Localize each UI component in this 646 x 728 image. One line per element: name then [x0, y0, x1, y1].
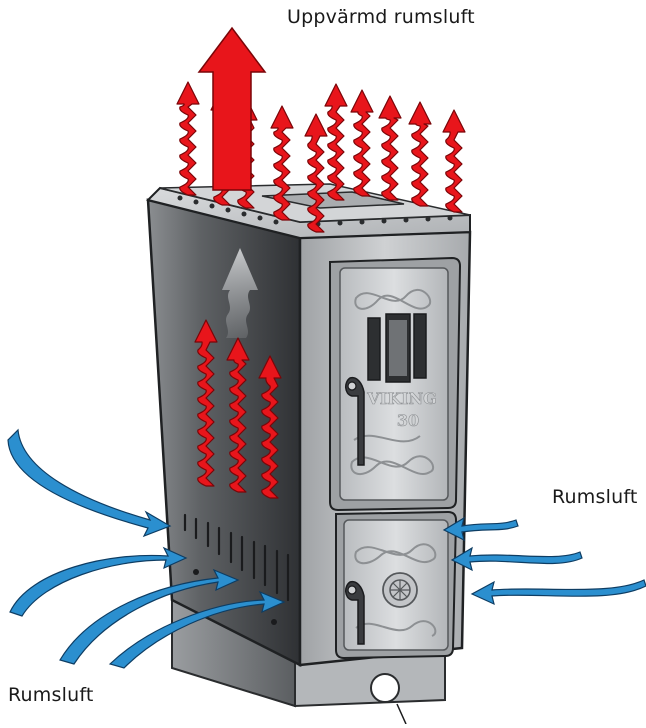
cold-air-arrow: [452, 548, 582, 570]
hot-air-arrow: [379, 96, 401, 200]
side-screw: [193, 569, 199, 575]
heated-air-main-arrow: [199, 28, 265, 190]
hot-air-arrow: [177, 82, 199, 195]
hot-air-arrow: [409, 102, 431, 206]
hot-air-arrow: [325, 84, 347, 200]
stove-badge-number: 30: [397, 411, 419, 430]
hot-air-arrow: [351, 90, 373, 196]
lower-door: [336, 512, 456, 658]
heated-air-label: Uppvärmd rumsluft: [287, 6, 475, 28]
room-air-label-right: Rumsluft: [552, 486, 638, 508]
stove-badge-name: VIKING: [366, 389, 437, 408]
stove: VIKING 30: [148, 184, 470, 724]
hot-air-arrow: [443, 110, 465, 212]
room-air-label-left: Rumsluft: [8, 684, 94, 706]
cold-air-arrow: [8, 430, 170, 536]
upper-door: VIKING 30: [330, 258, 460, 510]
side-screw: [271, 619, 277, 625]
cold-air-arrow: [10, 548, 186, 616]
cold-air-arrow: [472, 580, 646, 604]
